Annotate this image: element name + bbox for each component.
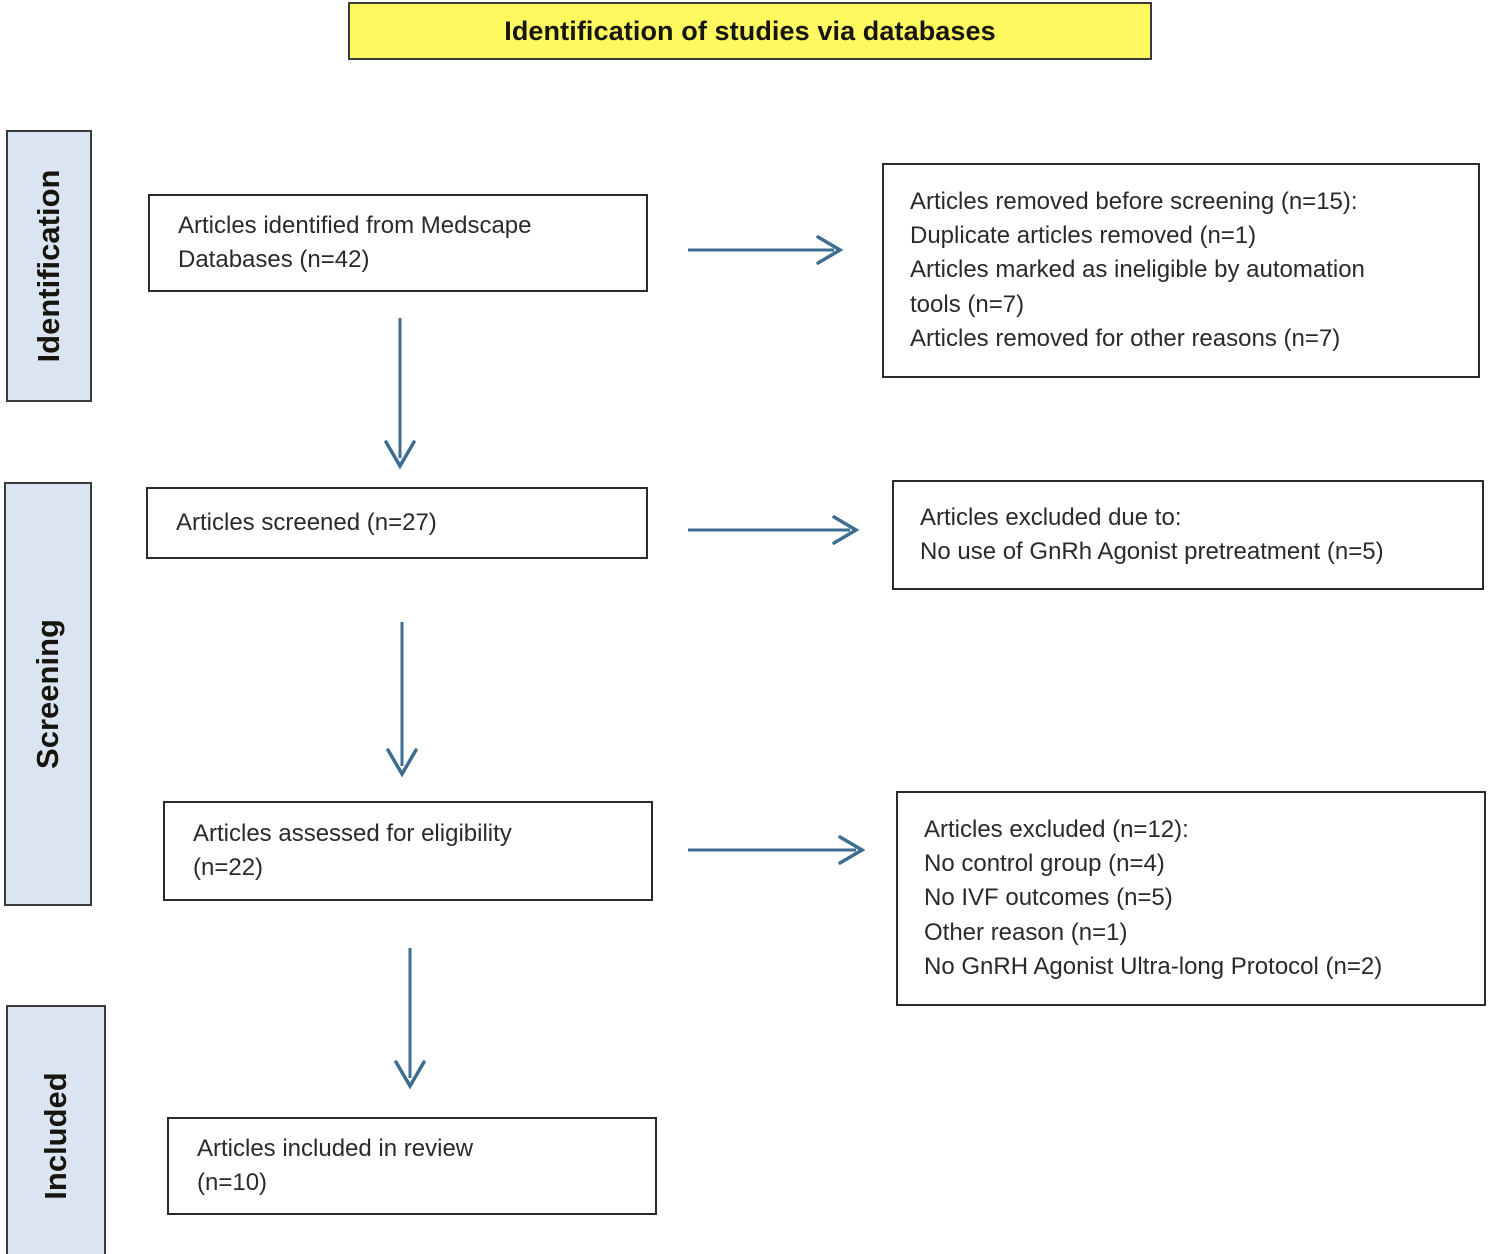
box-line: No IVF outcomes (n=5) — [924, 884, 1173, 912]
stage-identification: Identification — [6, 130, 92, 402]
box-line: No control group (n=4) — [924, 850, 1165, 878]
arrow-eligibility-to-excluded — [688, 835, 866, 865]
stage-included-label: Included — [38, 1072, 73, 1200]
diagram-title: Identification of studies via databases — [504, 15, 996, 46]
box-line: Articles excluded (n=12): — [924, 816, 1189, 844]
box-line: (n=10) — [197, 1169, 268, 1196]
box-line: Databases (n=42) — [178, 246, 370, 273]
box-line: No GnRH Agonist Ultra-long Protocol (n=2… — [924, 952, 1383, 980]
box-articles-screened: Articles screened (n=27) — [146, 487, 648, 559]
box-line: Articles removed before screening (n=15)… — [910, 188, 1358, 216]
box-line: Other reason (n=1) — [924, 918, 1128, 946]
arrow-eligibility-to-included — [394, 948, 426, 1090]
box-articles-removed-before-screening: Articles removed before screening (n=15)… — [882, 163, 1480, 378]
box-line: (n=22) — [193, 854, 264, 881]
stage-included: Included — [6, 1005, 106, 1254]
stage-screening: Screening — [4, 482, 92, 906]
box-line: Duplicate articles removed (n=1) — [910, 222, 1257, 250]
arrow-screened-to-excluded — [688, 515, 860, 545]
box-articles-excluded-screening: Articles excluded due to: No use of GnRh… — [892, 480, 1484, 590]
box-line: Articles identified from Medscape — [178, 211, 532, 239]
box-line: Articles marked as ineligible by automat… — [910, 256, 1365, 284]
box-articles-assessed-eligibility: Articles assessed for eligibility (n=22) — [163, 801, 653, 901]
box-line: Articles screened (n=27) — [176, 508, 437, 536]
box-line: Articles assessed for eligibility — [193, 819, 512, 847]
arrow-screened-to-eligibility — [386, 622, 418, 778]
box-line: Articles removed for other reasons (n=7) — [910, 324, 1341, 352]
box-articles-included-in-review: Articles included in review (n=10) — [167, 1117, 657, 1215]
arrow-identified-to-removed — [688, 235, 844, 265]
box-line: tools (n=7) — [910, 290, 1025, 318]
stage-screening-label: Screening — [30, 619, 65, 769]
box-line: Articles included in review — [197, 1134, 474, 1162]
box-line: Articles excluded due to: — [920, 503, 1182, 531]
box-line: No use of GnRh Agonist pretreatment (n=5… — [920, 538, 1384, 565]
arrow-identified-to-screened — [384, 318, 416, 470]
diagram-title-banner: Identification of studies via databases — [348, 2, 1152, 60]
box-articles-excluded-eligibility: Articles excluded (n=12): No control gro… — [896, 791, 1486, 1006]
box-articles-identified: Articles identified from Medscape Databa… — [148, 194, 648, 292]
stage-identification-label: Identification — [31, 169, 66, 363]
